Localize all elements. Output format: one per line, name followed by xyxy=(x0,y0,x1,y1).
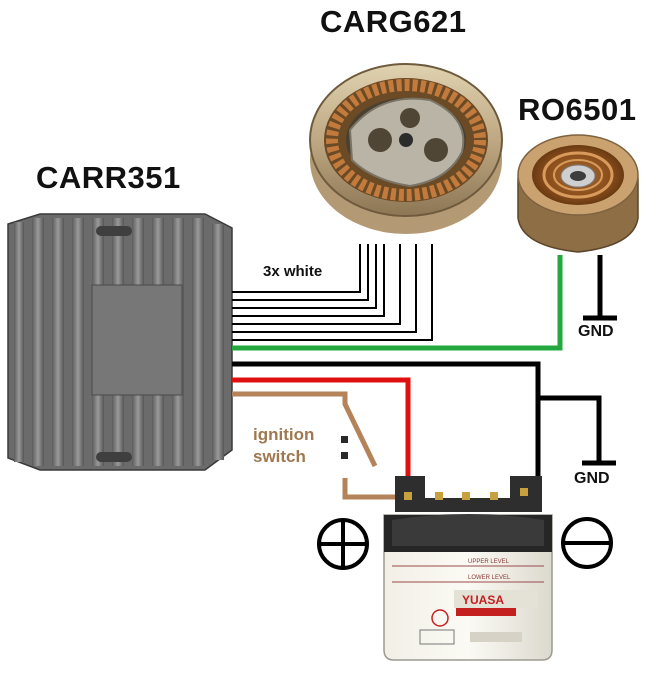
gnd-battery-label: GND xyxy=(574,470,610,487)
ignition-switch-label: ignition switch xyxy=(253,424,314,468)
black-wire xyxy=(232,361,541,492)
stator-label: CARG621 xyxy=(320,4,467,39)
battery-brand: YUASA xyxy=(462,593,504,607)
stator-coil xyxy=(309,63,503,234)
battery-lower-level: LOWER LEVEL xyxy=(468,575,511,581)
minus-symbol xyxy=(561,517,613,569)
battery: UPPER LEVEL LOWER LEVEL YUASA xyxy=(383,476,553,661)
ignition-label-line1: ignition xyxy=(253,425,315,444)
green-wire xyxy=(232,255,563,351)
regulator-unit xyxy=(7,213,233,471)
rotor-ground xyxy=(583,255,617,321)
rotor-label: RO6501 xyxy=(518,92,637,127)
gnd-rotor-label: GND xyxy=(578,323,614,340)
stator-wires xyxy=(232,244,433,341)
ignition-label-line2: switch xyxy=(253,447,306,466)
regulator-label: CARR351 xyxy=(36,160,181,195)
stator-wires-label: 3x white xyxy=(263,263,323,280)
plus-symbol xyxy=(317,518,369,570)
ignition-switch xyxy=(341,436,348,459)
battery-ground xyxy=(538,395,616,466)
rotor xyxy=(517,134,639,253)
brown-wire xyxy=(232,391,405,500)
battery-upper-level: UPPER LEVEL xyxy=(468,559,510,565)
red-wire xyxy=(232,377,411,512)
